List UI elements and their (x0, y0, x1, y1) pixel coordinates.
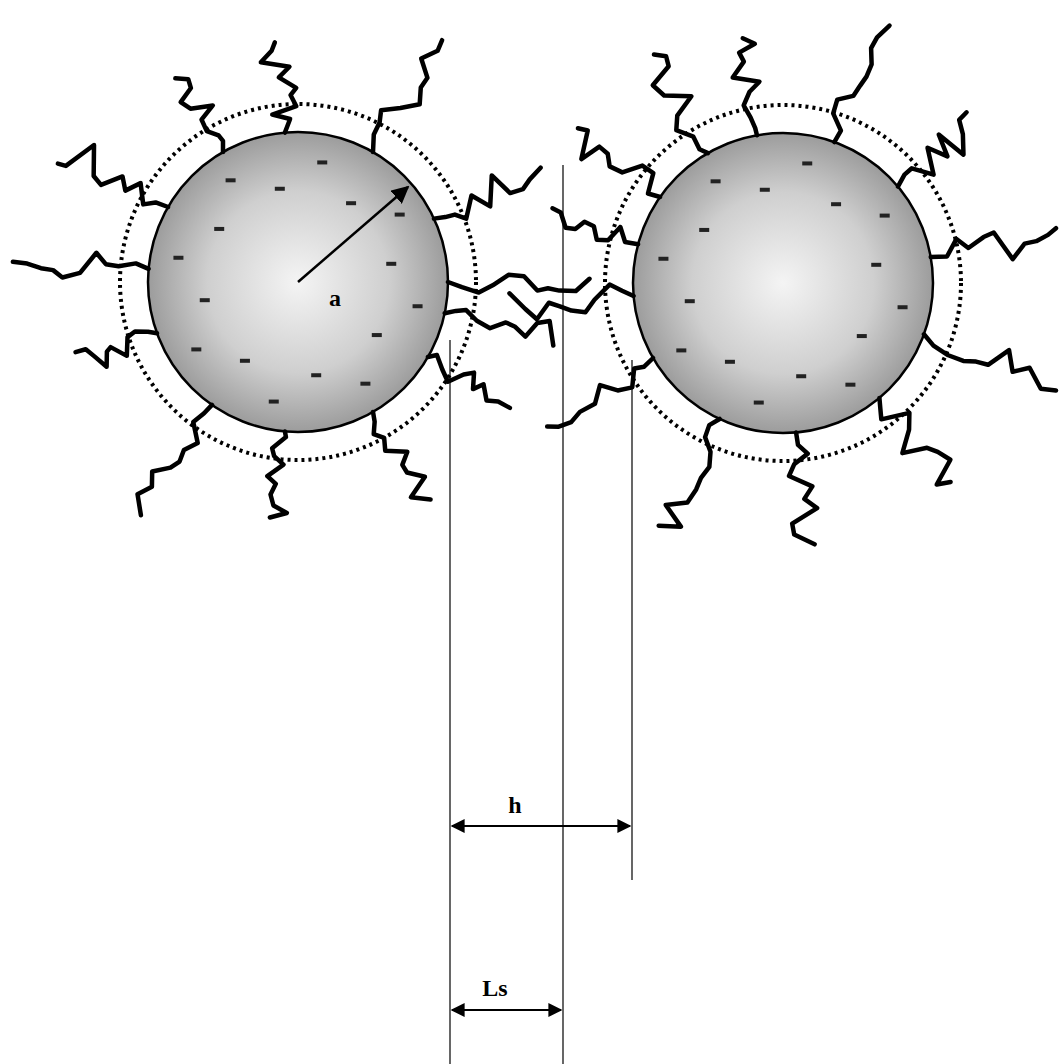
particle-sphere (148, 132, 448, 432)
polymer-chain (13, 253, 149, 278)
charge-symbol (754, 401, 764, 405)
charge-symbol (831, 202, 841, 206)
polymer-chain (833, 26, 889, 142)
charge-symbol (760, 188, 770, 192)
charge-symbol (200, 298, 210, 302)
polymer-chain (733, 38, 760, 135)
dotted-shell (605, 105, 961, 461)
polymer-chain (448, 275, 589, 293)
polymer-chain (428, 355, 510, 408)
charge-symbol (360, 382, 370, 386)
charge-symbol (395, 213, 405, 217)
polymer-chain (138, 405, 212, 515)
polymer-chain (373, 412, 431, 500)
polymer-chain (552, 208, 638, 244)
radius-arrow (298, 187, 408, 282)
polymer-chain (261, 42, 296, 132)
polymer-chain (789, 432, 817, 544)
charge-symbol (699, 228, 709, 232)
polymer-chain (924, 334, 1056, 390)
charge-symbol (880, 214, 890, 218)
dimension-label: a (329, 286, 341, 310)
dimension-arrow (452, 1009, 561, 1011)
polymer-chain (267, 431, 286, 517)
charge-symbol (802, 161, 812, 165)
charge-symbol (796, 374, 806, 378)
charge-symbol (173, 256, 183, 260)
charge-symbol (386, 262, 396, 266)
polymer-chain (653, 55, 708, 154)
polymer-chain (931, 228, 1056, 259)
charge-symbol (226, 178, 236, 182)
charge-symbol (346, 201, 356, 205)
charge-symbol (413, 304, 423, 308)
polymer-chain (659, 419, 720, 527)
charge-symbol (275, 187, 285, 191)
charge-symbol (311, 373, 321, 377)
charge-symbol (871, 263, 881, 267)
charge-symbol (317, 160, 327, 164)
polymer-chain (879, 398, 950, 485)
charge-symbol (372, 333, 382, 337)
particle-sphere (633, 133, 933, 433)
charge-symbol (725, 360, 735, 364)
polymer-chain (578, 128, 660, 197)
charge-symbol (685, 299, 695, 303)
charge-symbol (269, 400, 279, 404)
charge-symbol (711, 179, 721, 183)
charge-symbol (898, 305, 908, 309)
charge-symbol (845, 383, 855, 387)
dotted-shell (120, 104, 476, 460)
polymer-chain (434, 168, 541, 219)
dimension-arrow (452, 825, 630, 827)
polymer-chain (175, 78, 223, 152)
polymer-chain (76, 332, 158, 367)
charge-symbol (658, 257, 668, 261)
polymer-chain (509, 285, 633, 320)
charge-symbol (191, 347, 201, 351)
dimension-label: Ls (482, 976, 507, 1000)
polymer-chain (373, 40, 442, 152)
charge-symbol (676, 348, 686, 352)
charge-symbol (240, 359, 250, 363)
guide-line (449, 340, 450, 1064)
dimension-label: h (508, 793, 521, 817)
guide-line (562, 165, 563, 1064)
polymer-chain (898, 112, 967, 186)
guide-line (631, 360, 632, 880)
polymer-chain (58, 145, 168, 207)
charge-symbol (214, 227, 224, 231)
charge-symbol (857, 334, 867, 338)
